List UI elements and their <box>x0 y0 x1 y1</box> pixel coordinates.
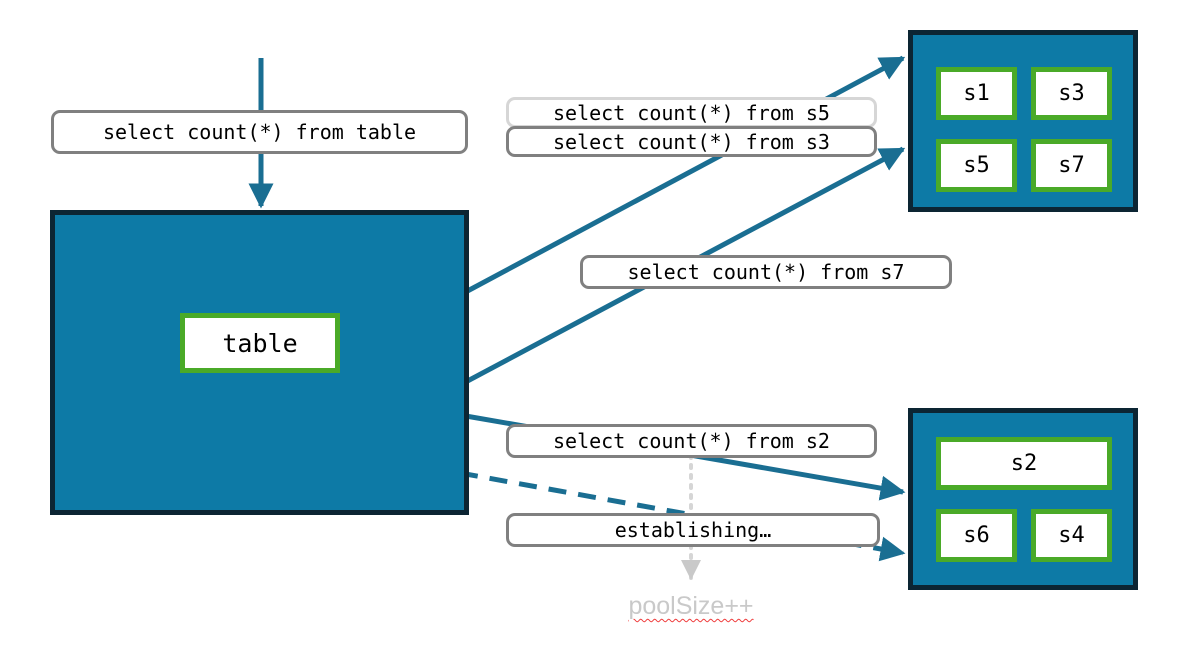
node-shard-s5[interactable]: s5 <box>936 139 1017 192</box>
query-label-from-table-text: select count(*) from table <box>102 120 417 144</box>
node-shard-s4-label: s4 <box>1058 523 1085 548</box>
node-table-label: table <box>222 328 298 358</box>
query-label-from-s3: select count(*) from s3 <box>506 126 877 157</box>
query-label-from-s2-text: select count(*) from s2 <box>553 429 830 453</box>
query-label-from-s7: select count(*) from s7 <box>580 255 952 289</box>
table-container <box>50 210 469 515</box>
query-label-from-s3-text: select count(*) from s3 <box>553 129 830 154</box>
status-label-establishing-text: establishing… <box>614 518 772 542</box>
node-shard-s1[interactable]: s1 <box>936 67 1017 120</box>
node-shard-s7[interactable]: s7 <box>1031 139 1112 192</box>
node-shard-s2[interactable]: s2 <box>936 437 1112 490</box>
node-shard-s3-label: s3 <box>1058 81 1085 106</box>
node-shard-s4[interactable]: s4 <box>1031 509 1112 562</box>
node-shard-s5-label: s5 <box>963 153 990 178</box>
status-label-establishing: establishing… <box>506 513 880 547</box>
poolsize-note-text: poolSize++ <box>628 592 754 620</box>
node-shard-s7-label: s7 <box>1058 153 1085 178</box>
poolsize-note: poolSize++ <box>596 592 786 621</box>
query-label-from-s5: select count(*) from s5 <box>506 97 877 128</box>
query-label-from-s7-text: select count(*) from s7 <box>627 260 905 284</box>
node-shard-s6[interactable]: s6 <box>936 509 1017 562</box>
node-table[interactable]: table <box>180 313 340 373</box>
shard-group-bottom <box>908 408 1138 590</box>
node-shard-s3[interactable]: s3 <box>1031 67 1112 120</box>
query-label-from-s2: select count(*) from s2 <box>506 424 877 458</box>
node-shard-s2-label: s2 <box>1010 451 1038 476</box>
query-label-from-table: select count(*) from table <box>51 110 468 154</box>
query-label-from-s5-text: select count(*) from s5 <box>553 100 830 125</box>
node-shard-s1-label: s1 <box>963 81 990 106</box>
node-shard-s6-label: s6 <box>963 523 990 548</box>
